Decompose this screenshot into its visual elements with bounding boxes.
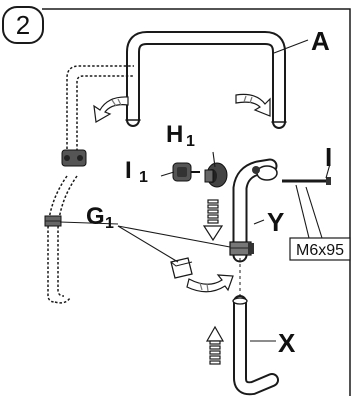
bolt-size-callout: M6x95	[289, 237, 351, 261]
frame-border	[42, 8, 351, 396]
label-part-h1-sub: 1	[186, 133, 195, 150]
leader-lines	[59, 39, 331, 342]
label-part-h1: H 1	[166, 121, 195, 150]
part-y-tube	[232, 158, 278, 263]
knob-icon	[172, 162, 200, 182]
part-x-tube	[232, 295, 279, 396]
label-part-i: I	[325, 142, 332, 172]
ghost-frame	[47, 65, 134, 304]
clamp-g1	[229, 241, 254, 256]
label-part-x: X	[278, 328, 296, 358]
label-part-a: A	[311, 26, 330, 56]
clamp-piece	[170, 257, 193, 279]
label-part-g1: G 1	[86, 203, 114, 232]
part-a-frame	[125, 31, 287, 129]
bolt-size-label: M6x95	[296, 242, 344, 259]
label-part-g1-sub: 1	[105, 215, 114, 232]
direction-arrow-icon	[205, 325, 225, 365]
step-badge: 2	[2, 6, 44, 44]
rotate-arrow-icon	[93, 96, 129, 123]
ghost-clamp	[44, 215, 62, 227]
label-part-i1-letter: I	[125, 157, 132, 184]
step-number: 2	[16, 10, 30, 40]
label-part-i1: I 1	[125, 157, 148, 186]
direction-arrow-icon	[202, 199, 224, 242]
label-part-i1-sub: 1	[139, 169, 148, 186]
rotate-arrow-icon	[186, 274, 234, 293]
knob-icon	[204, 162, 228, 188]
rotate-arrow-icon	[235, 93, 271, 117]
label-part-y: Y	[267, 207, 284, 237]
bolt-icon	[282, 177, 331, 185]
label-part-h1-letter: H	[166, 121, 183, 148]
label-part-g1-letter: G	[86, 203, 105, 230]
ghost-joint	[61, 149, 87, 167]
